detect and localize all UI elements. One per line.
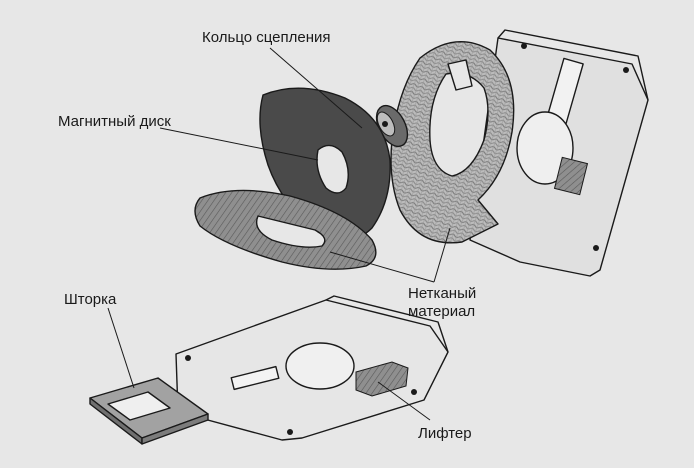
label-nonwoven-line1: Нетканый <box>408 285 476 302</box>
label-shutter: Шторка <box>64 291 117 308</box>
leader-magnetic-disk <box>159 127 319 161</box>
nonwoven-liner-large <box>390 41 515 244</box>
label-clutch-ring: Кольцо сцепления <box>202 29 331 46</box>
leader-clutch-ring <box>269 47 363 129</box>
lower-shell-hub-opening <box>285 342 355 390</box>
lower-shell-screw-1 <box>185 355 191 361</box>
metal-hub-spindle <box>382 121 388 127</box>
lifter-shape <box>355 361 409 397</box>
upper-shell-hub-opening <box>516 111 574 185</box>
upper-shell-screw-1 <box>521 43 527 49</box>
leader-nonwoven-1 <box>329 251 435 283</box>
upper-shell-screw-2 <box>623 67 629 73</box>
shutter-front <box>141 413 209 445</box>
nonwoven-liner-small <box>194 189 377 270</box>
lower-shell-screw-3 <box>411 389 417 395</box>
lower-shell-lip <box>325 295 449 353</box>
lower-shell <box>175 295 449 441</box>
upper-shell-grille <box>553 156 589 196</box>
label-nonwoven-line2: материал <box>408 303 475 320</box>
shutter-window <box>107 391 171 421</box>
upper-shell <box>469 29 649 277</box>
lower-shell-screw-2 <box>287 429 293 435</box>
label-lifter: Лифтер <box>418 425 472 442</box>
leader-shutter <box>107 307 135 389</box>
lower-shell-window <box>230 365 280 391</box>
upper-shell-screw-3 <box>593 245 599 251</box>
leader-lifter <box>377 381 431 421</box>
leader-nonwoven-2 <box>433 227 451 283</box>
nonwoven-liner-small-shape <box>194 189 377 270</box>
shutter <box>89 377 209 445</box>
nonwoven-liner-large-slot <box>447 59 473 91</box>
upper-shell-edge <box>497 29 649 101</box>
label-magnetic-disk: Магнитный диск <box>58 113 171 130</box>
